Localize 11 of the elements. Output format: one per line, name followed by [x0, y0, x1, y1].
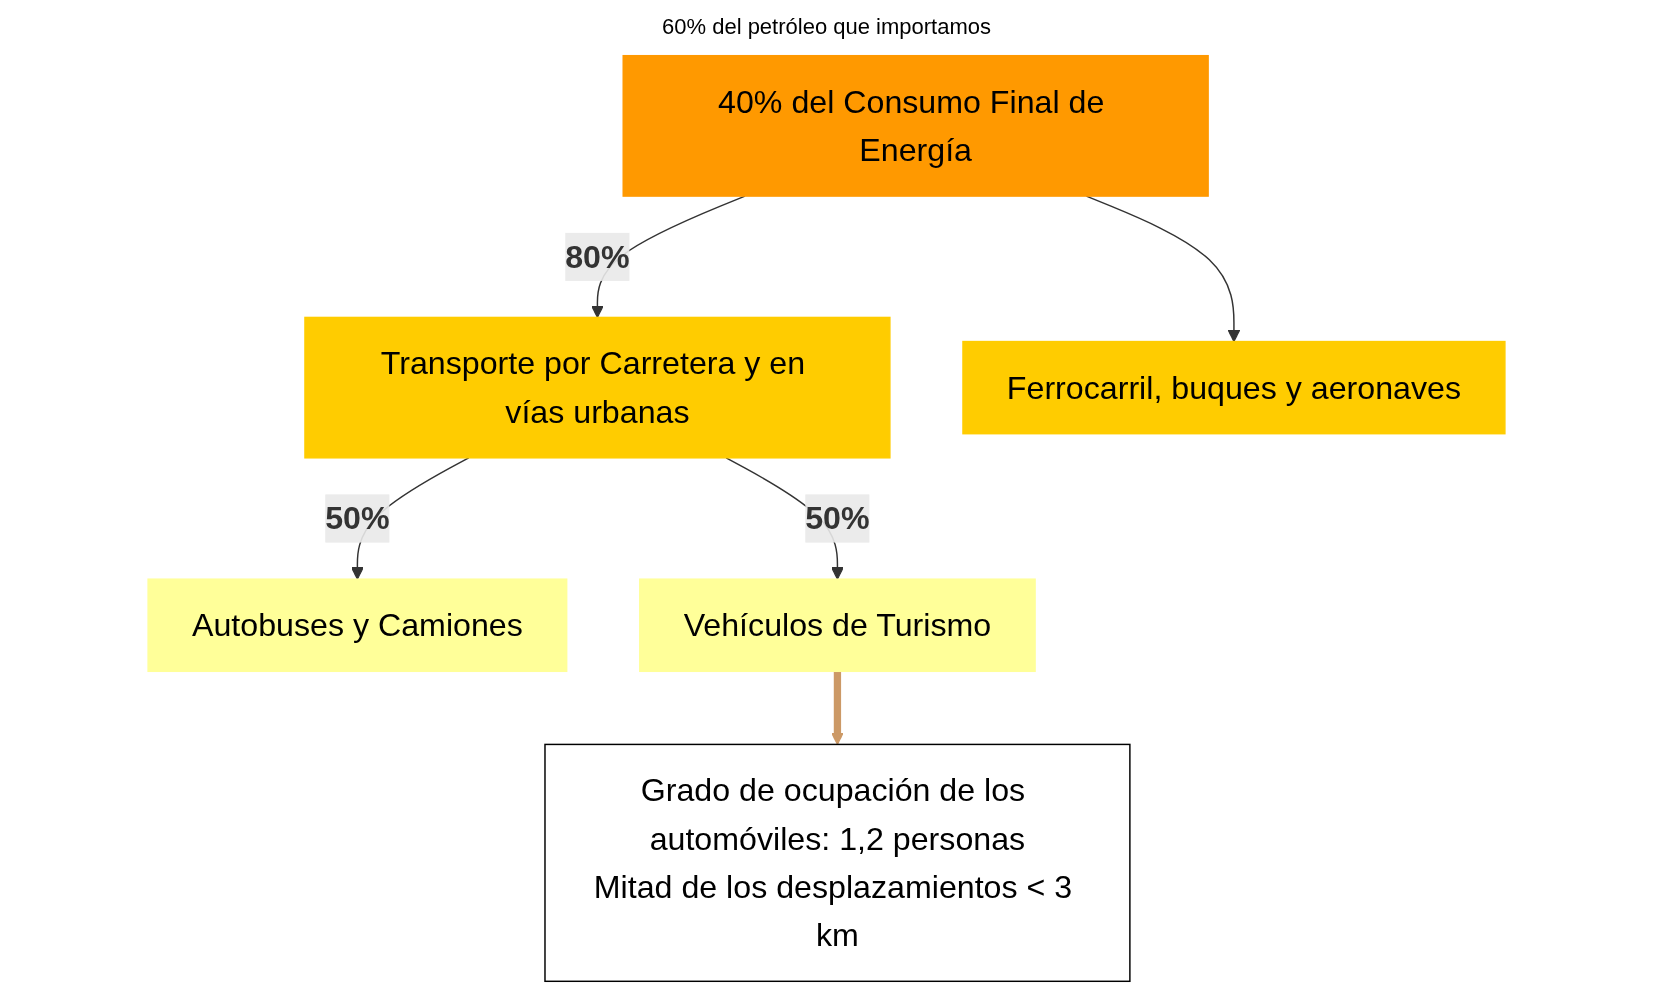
note-text: 60% del petróleo que importamos	[662, 14, 991, 40]
arrow	[831, 671, 844, 745]
edge-label: 50%	[805, 500, 870, 537]
node-box: Vehículos de Turismo	[639, 578, 1036, 673]
edge-label: 50%	[325, 500, 390, 537]
node-box: Ferrocarril, buques y aeronaves	[962, 340, 1506, 435]
node-box: Grado de ocupación de los automóviles: 1,2 personas Mitad de los desplazamientos < 3 km	[544, 743, 1131, 983]
edge-label: 80%	[565, 238, 630, 276]
node-box: Autobuses y Camiones	[147, 578, 568, 673]
node-box: 40% del Consumo Final de Energía	[622, 54, 1209, 197]
node-box: Transporte por Carretera y en vías urbanas	[304, 316, 891, 459]
